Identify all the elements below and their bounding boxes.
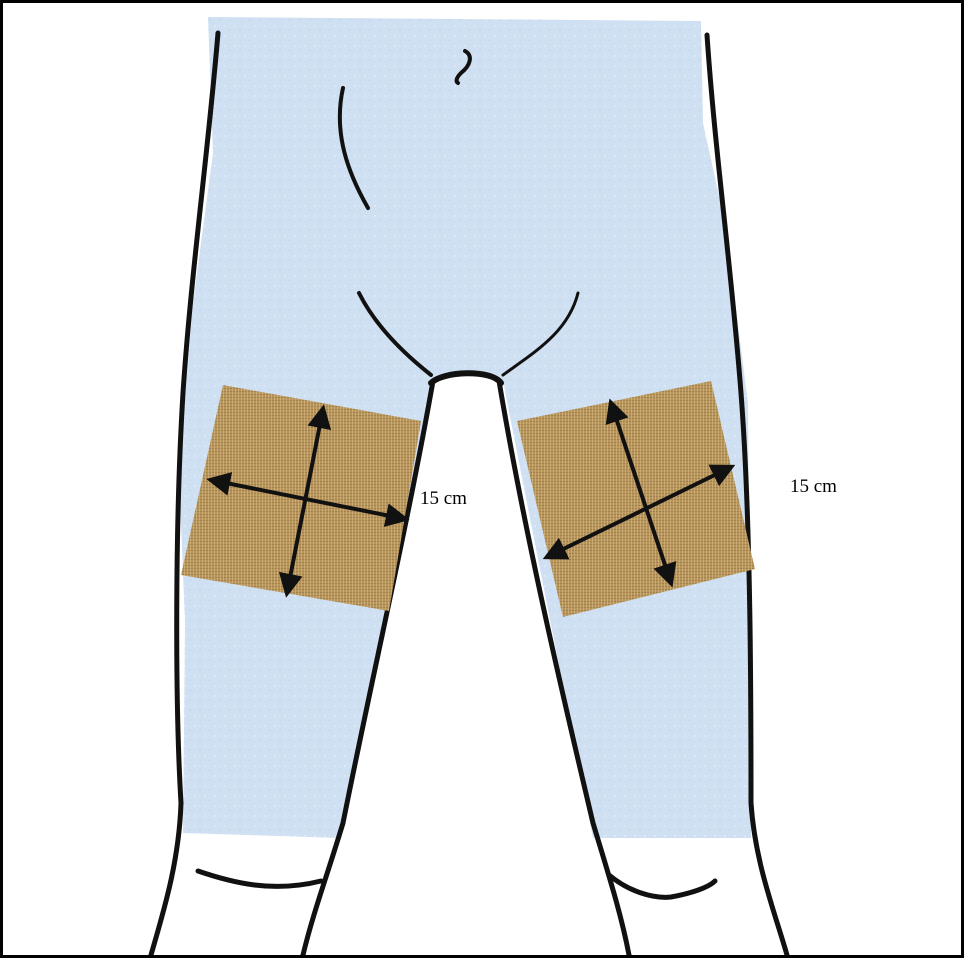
- left-patch-dimension-label: 15 cm: [420, 488, 467, 509]
- right-patch-dimension-label: 15 cm: [790, 476, 837, 497]
- thigh-patch-diagram: 15 cm 15 cm: [3, 3, 961, 955]
